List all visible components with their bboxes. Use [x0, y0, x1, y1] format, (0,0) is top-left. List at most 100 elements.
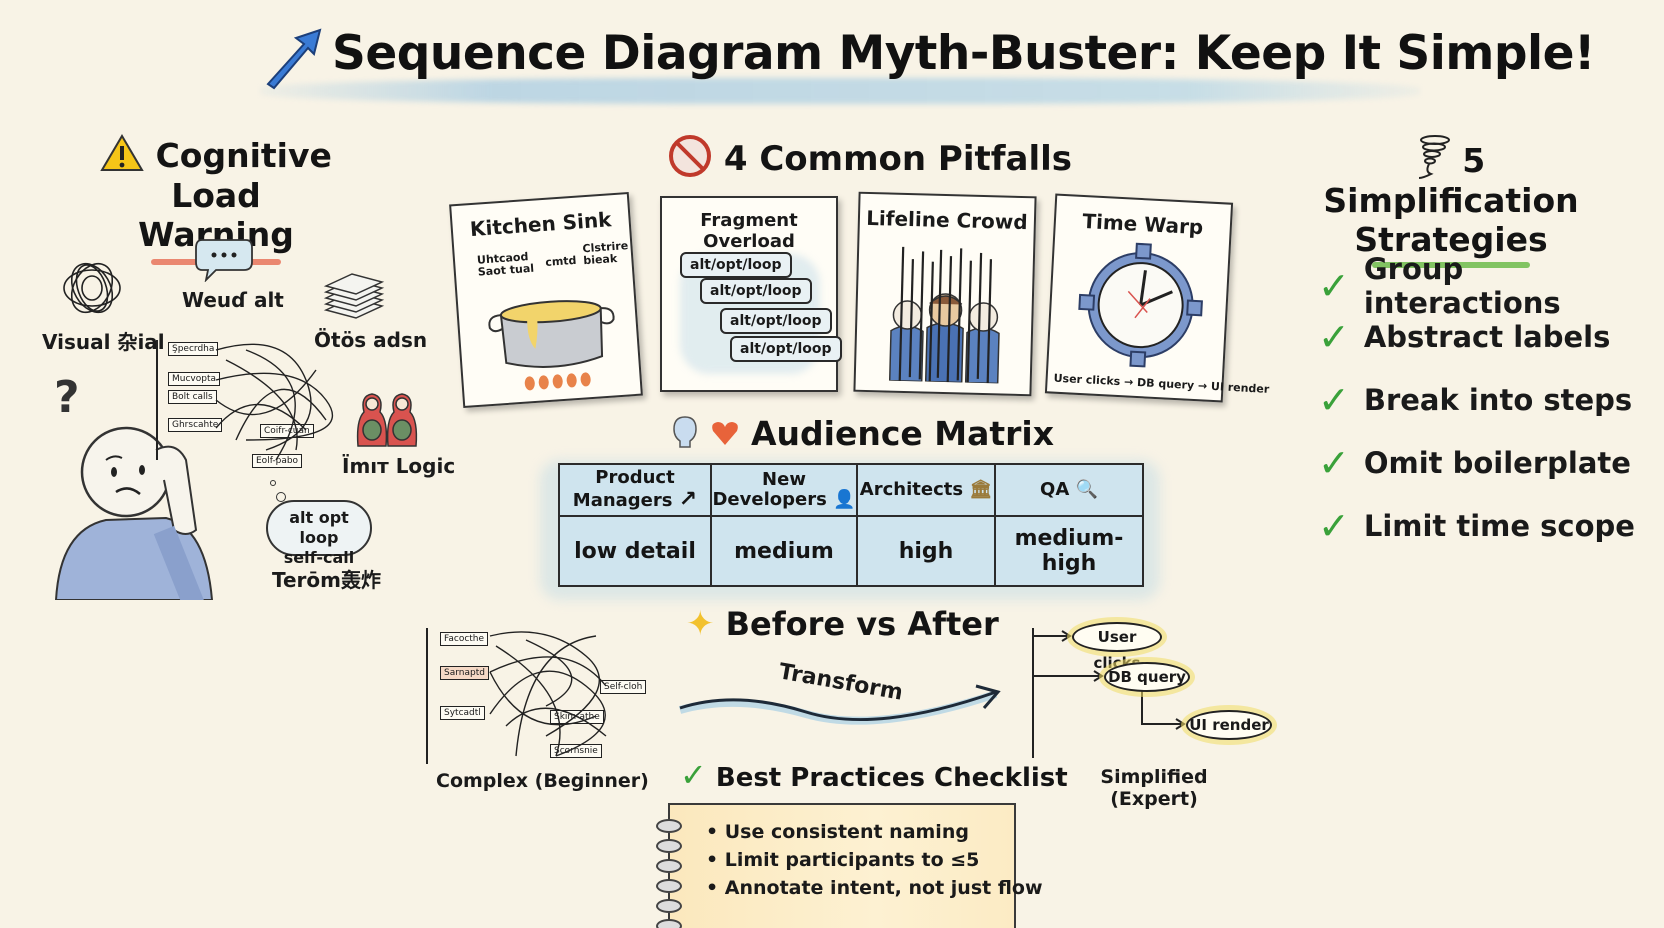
- step-ui-render: UI render: [1186, 710, 1272, 740]
- complex-box: Sytcadtl: [440, 706, 485, 720]
- matrix-header-architects: Architects 🏛: [856, 463, 996, 517]
- pitfall-card-fragment-overload: Fragment Overload alt/opt/loop alt/opt/l…: [660, 196, 842, 392]
- nesting-dolls-icon: [356, 393, 418, 447]
- strategies-heading-2: Strategies: [1354, 220, 1548, 260]
- title-watercolor-wash: [260, 78, 1420, 104]
- no-entry-icon: [669, 135, 711, 177]
- tangled-diagram-illustration: Şpecrdha Mucvopta Bolt calls Ghrscahte C…: [156, 340, 333, 470]
- audience-matrix-heading-text: Audience Matrix: [751, 414, 1055, 453]
- arrow-icon: ↗: [678, 486, 698, 512]
- tornado-icon: [1418, 135, 1450, 179]
- complex-box: Scornsnie: [550, 744, 602, 758]
- thought-cloud: alt opt loop self-call: [266, 500, 372, 567]
- card-title: Lifeline Crowd: [865, 205, 1028, 235]
- crowded-lifelines-icon: [888, 246, 1000, 384]
- confused-person-illustration: [54, 426, 214, 600]
- thought-line: self-call: [283, 548, 355, 567]
- checkmark-icon: ✓: [1318, 504, 1350, 548]
- person-icon: 👤: [833, 489, 856, 510]
- tangle-box: Mucvopta: [168, 372, 221, 386]
- checklist-item: • Annotate intent, not just flow: [706, 877, 1043, 899]
- title-banner: Sequence Diagram Myth-Buster: Keep It Si…: [250, 20, 1595, 110]
- fragment-bubble: alt/opt/loop: [720, 308, 832, 334]
- checklist-notebook: • Use consistent naming • Limit particip…: [656, 803, 1043, 928]
- tangle-box: Ghrscahte: [168, 418, 223, 432]
- question-mark-icon: ?: [54, 372, 80, 423]
- checkmark-icon: ✓: [680, 756, 707, 794]
- matrix-cell: medium-high: [994, 515, 1144, 587]
- checklist-heading-text: Best Practices Checklist: [715, 763, 1068, 793]
- checklist-item: • Limit participants to ≤5: [706, 849, 980, 871]
- strategies-heading: 5 Simplification: [1323, 141, 1579, 220]
- checklist-heading: ✓ Best Practices Checklist: [680, 756, 1068, 794]
- matrix-cell: medium: [710, 515, 858, 587]
- card-title: Time Warp: [1081, 208, 1204, 240]
- pitfalls-heading: 4 Common Pitfalls: [668, 134, 1072, 180]
- strategies-section: 5 Simplification Strategies: [1306, 134, 1596, 268]
- visual-label: Visual 杂ial: [42, 330, 165, 354]
- strategy-item: ✓Abstract labels: [1318, 315, 1611, 359]
- heart-icon: [711, 422, 738, 445]
- paper-stack-icon: [323, 273, 385, 319]
- pitfall-card-time-warp: Time Warp User clicks → DB query → UI re…: [1044, 193, 1270, 403]
- cognitive-load-heading: Cognitive Load: [155, 136, 332, 215]
- card-title: Kitchen Sink: [469, 207, 613, 242]
- strategy-item: ✓Group interactions: [1318, 252, 1561, 320]
- checkmark-icon: ✓: [1318, 315, 1350, 359]
- stack-label: Ötös adsn: [314, 328, 428, 352]
- thought-dot: [276, 492, 286, 502]
- term-label: Terōm轰炸: [272, 568, 381, 592]
- strategy-item: ✓Omit boilerplate: [1318, 441, 1631, 485]
- page-title: Sequence Diagram Myth-Buster: Keep It Si…: [332, 26, 1595, 81]
- time-warp-footer: User clicks → DB query → UI render: [1053, 371, 1270, 396]
- checkmark-icon: ✓: [1318, 378, 1350, 422]
- scribble-note: cmtd: [544, 253, 577, 269]
- simplified-arrows: [1032, 630, 1186, 730]
- before-caption: Complex (Beginner): [436, 770, 649, 792]
- tangle-box: Eolf-pabo: [252, 454, 303, 468]
- audience-matrix-heading: Audience Matrix: [672, 414, 1054, 454]
- step-user-clicks: User clicks: [1072, 622, 1162, 672]
- complex-box: Sarnaptd: [440, 666, 489, 680]
- complex-box: Facocthe: [440, 632, 489, 646]
- sparkle-icon: ✦: [686, 604, 715, 644]
- overflowing-pot-icon: [488, 300, 615, 391]
- speech-bubble-icon: [195, 239, 253, 282]
- thought-dot: [270, 480, 276, 486]
- tangle-box: Bolt calls: [168, 390, 217, 404]
- checklist-item: • Use consistent naming: [706, 821, 969, 843]
- complex-diagram-illustration: Facocthe Sarnaptd Sytcadtl Self-cloh Ski…: [426, 626, 656, 766]
- matrix-header-qa: QA 🔍: [994, 463, 1144, 517]
- spiral-ring: [656, 839, 682, 853]
- fragment-bubble: alt/opt/loop: [700, 278, 812, 304]
- spiral-ring: [656, 879, 682, 893]
- matrix-cell: low detail: [558, 515, 712, 587]
- matrix-cell: high: [856, 515, 996, 587]
- pitfalls-heading-text: 4 Common Pitfalls: [723, 139, 1073, 179]
- building-icon: 🏛: [969, 479, 993, 501]
- before-after-heading-text: Before vs After: [725, 605, 999, 643]
- matrix-value-row: low detail medium high medium-high: [558, 515, 1144, 587]
- weird-alt-label: Weuɗ alt: [182, 288, 284, 312]
- strategy-item: ✓Limit time scope: [1318, 504, 1635, 548]
- thought-line: alt opt loop: [289, 508, 349, 547]
- checkmark-icon: ✓: [1318, 264, 1350, 308]
- warning-icon: [100, 134, 144, 171]
- lightbulb-icon: [673, 416, 697, 448]
- spiral-ring: [656, 859, 682, 873]
- arrow-up-right-icon: [266, 28, 322, 90]
- simplified-lifeline: [1032, 628, 1034, 758]
- green-underline: [1372, 261, 1530, 268]
- complex-box: Self-cloh: [600, 680, 647, 694]
- transform-arrow-icon: [678, 684, 1001, 725]
- strategy-item: ✓Break into steps: [1318, 378, 1633, 422]
- scribble-ball-icon: [63, 262, 121, 314]
- clock-gear-icon: [1078, 242, 1203, 368]
- spiral-ring: [656, 919, 682, 928]
- fragment-bubble: alt/opt/loop: [680, 252, 792, 278]
